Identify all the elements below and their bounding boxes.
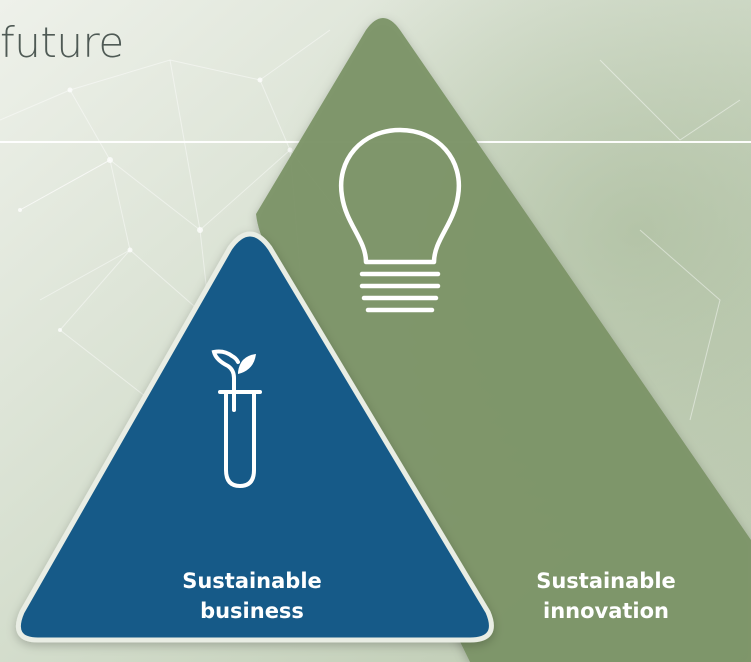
innovation-label-line1: Sustainable <box>536 569 676 593</box>
business-label-line1: Sustainable <box>182 569 322 593</box>
innovation-triangle <box>256 18 751 662</box>
slide-heading: future <box>0 18 124 67</box>
innovation-label: Sustainable innovation <box>506 566 706 626</box>
innovation-label-line2: innovation <box>543 599 669 623</box>
business-label-line2: business <box>200 599 304 623</box>
sprout-test-tube-icon <box>211 349 262 488</box>
business-label: Sustainable business <box>152 566 352 626</box>
lightbulb-icon <box>338 127 462 313</box>
